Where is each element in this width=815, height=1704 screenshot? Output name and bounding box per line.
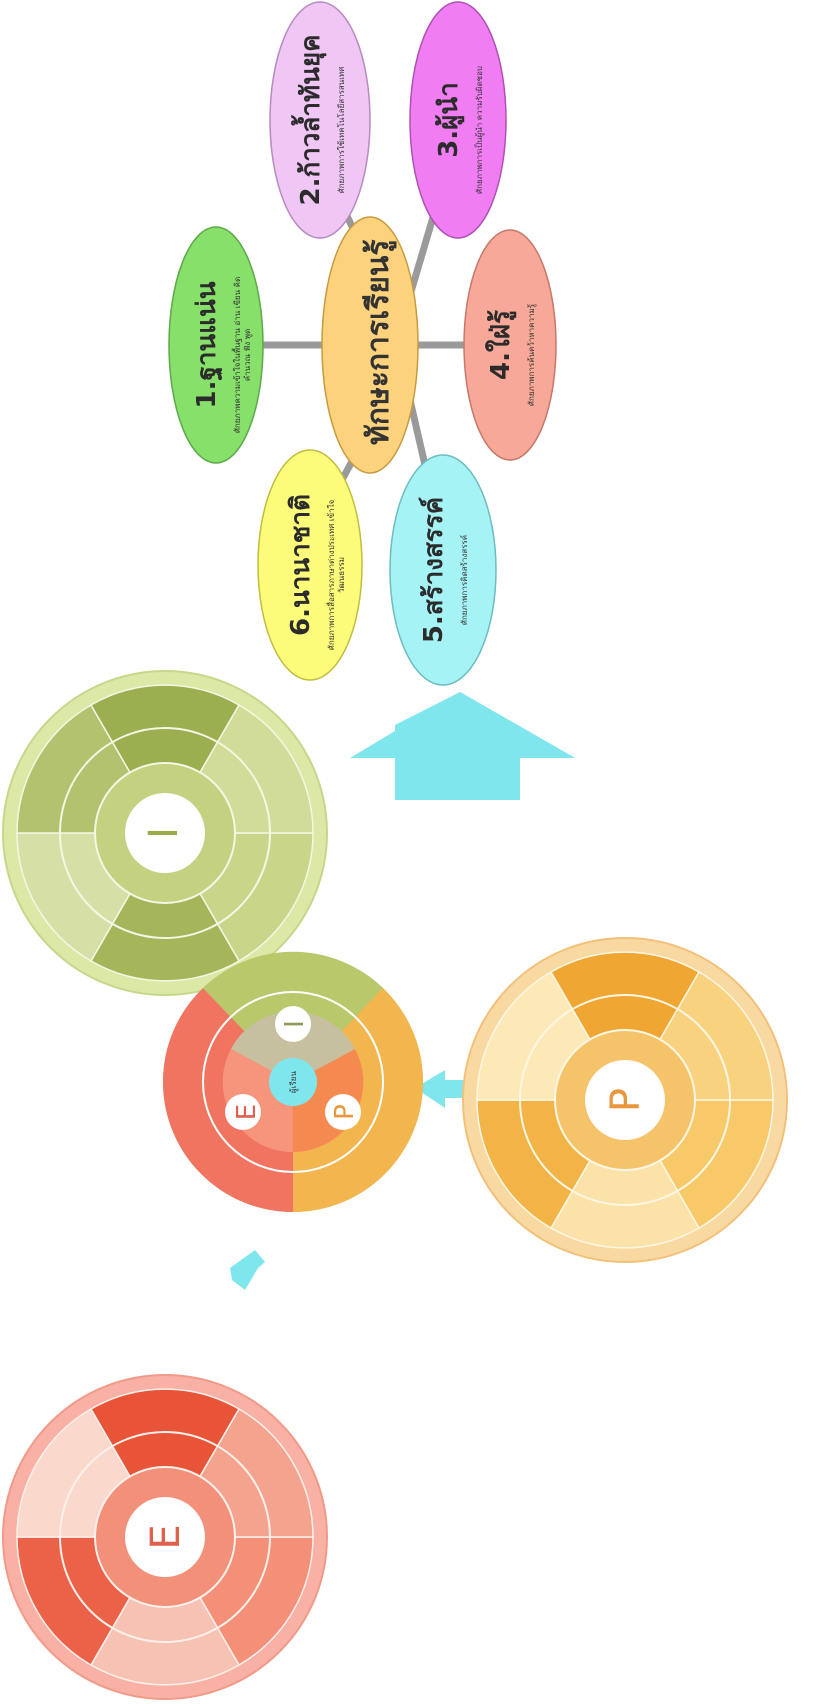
wheel-main-letter-p: P [330, 1104, 360, 1120]
skill-3-bubble [409, 1, 507, 239]
arrow-to-p [415, 1070, 465, 1108]
wheel-main-center-label: ผู้เรียน [289, 1071, 299, 1093]
wheel-i: I [2, 670, 328, 996]
skill-4-bubble [463, 229, 557, 461]
wheel-main: ผู้เรียน E I P [162, 951, 424, 1212]
big-up-arrow-shape [350, 692, 575, 800]
wheel-main-center [269, 1058, 317, 1106]
wheel-p-letter: P [603, 1088, 649, 1112]
skill-6-bubble [257, 449, 363, 681]
wheel-main-letter-i: I [280, 1020, 310, 1028]
wheel-i-letter: I [141, 827, 187, 839]
skills-diagram [168, 1, 557, 686]
wheel-e-letter: E [143, 1524, 189, 1549]
wheel-e: E [2, 1374, 328, 1700]
skills-center-bubble [321, 216, 419, 474]
wheel-p: P [462, 937, 788, 1263]
arrow-to-e [230, 1250, 265, 1290]
skill-5-bubble [389, 454, 497, 686]
skill-2-bubble [269, 1, 371, 239]
wheel-main-letter-e: E [232, 1104, 262, 1120]
skill-1-bubble [168, 226, 264, 464]
